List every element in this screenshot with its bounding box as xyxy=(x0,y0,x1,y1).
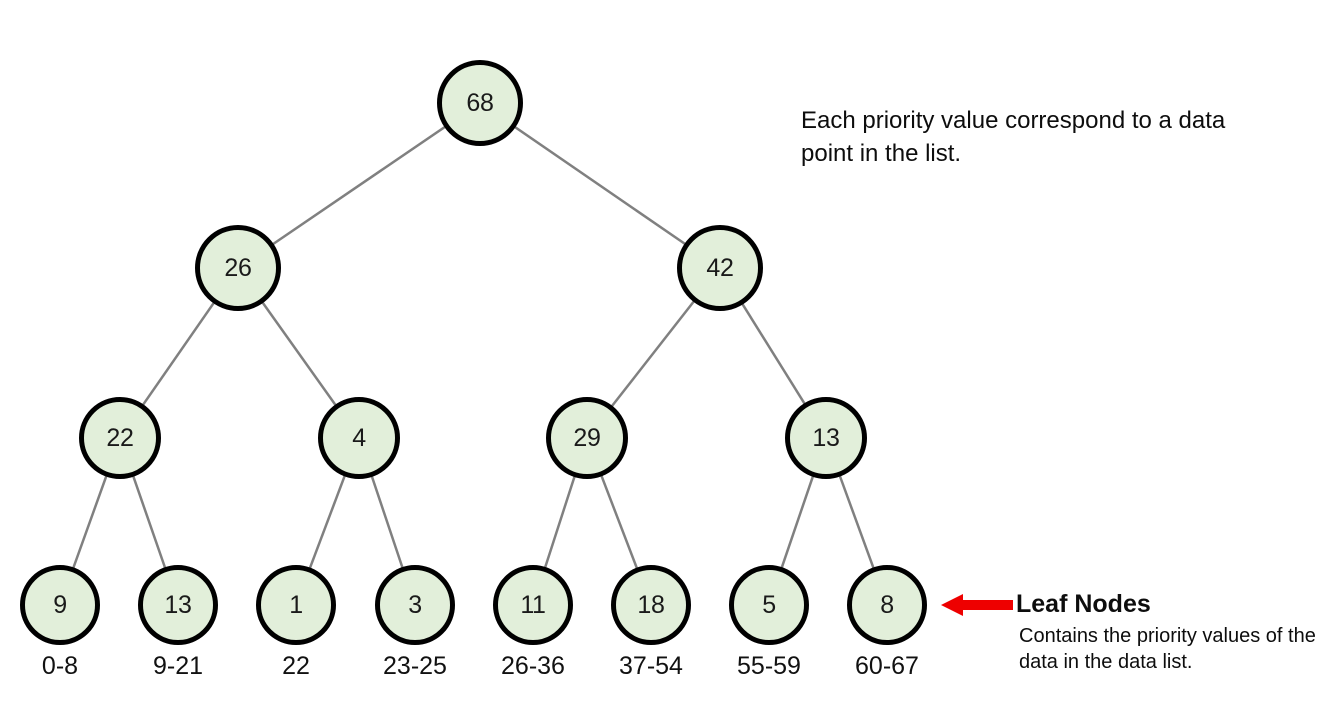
tree-node-1[interactable]: 1 xyxy=(256,565,336,645)
tree-edge xyxy=(141,300,216,407)
tree-node-11[interactable]: 11 xyxy=(493,565,573,645)
leaf-nodes-callout-title: Leaf Nodes xyxy=(1016,590,1151,618)
tree-node-3[interactable]: 3 xyxy=(375,565,455,645)
tree-edge xyxy=(71,474,108,570)
tree-node-5[interactable]: 5 xyxy=(729,565,809,645)
tree-node-26[interactable]: 26 xyxy=(195,225,281,311)
leaf-range-label: 9-21 xyxy=(152,652,204,680)
tree-node-68[interactable]: 68 xyxy=(437,60,523,146)
tree-node-29[interactable]: 29 xyxy=(546,397,628,479)
tree-node-8[interactable]: 8 xyxy=(847,565,927,645)
tree-edge xyxy=(610,299,696,409)
tree-edge xyxy=(740,302,807,406)
tree-node-9[interactable]: 9 xyxy=(20,565,100,645)
leaf-range-label: 0-8 xyxy=(41,652,79,680)
tree-edge xyxy=(260,300,338,407)
tree-edge xyxy=(370,474,405,570)
top-annotation-note: Each priority value correspond to a data… xyxy=(801,107,1226,168)
leaf-range-label: 26-36 xyxy=(501,652,565,680)
tree-edge xyxy=(513,125,687,246)
leaf-range-label: 60-67 xyxy=(855,652,919,680)
leaf-range-label: 23-25 xyxy=(383,652,447,680)
tree-edge xyxy=(543,474,577,570)
tree-edge xyxy=(308,474,347,570)
tree-node-22[interactable]: 22 xyxy=(79,397,161,479)
tree-node-18[interactable]: 18 xyxy=(611,565,691,645)
tree-node-13[interactable]: 13 xyxy=(138,565,218,645)
arrow-left-icon xyxy=(941,592,1013,618)
leaf-range-label: 37-54 xyxy=(619,652,683,680)
tree-edge xyxy=(780,474,815,570)
tree-edge xyxy=(131,474,167,570)
tree-node-4[interactable]: 4 xyxy=(318,397,400,479)
tree-edge xyxy=(838,474,876,570)
leaf-range-label: 22 xyxy=(282,652,310,680)
tree-node-13[interactable]: 13 xyxy=(785,397,867,479)
leaf-nodes-callout-body: Contains the priority values of the data… xyxy=(1019,625,1316,674)
tree-node-42[interactable]: 42 xyxy=(677,225,763,311)
leaf-range-label: 55-59 xyxy=(737,652,801,680)
tree-edge xyxy=(599,473,639,570)
tree-edge xyxy=(271,125,447,246)
